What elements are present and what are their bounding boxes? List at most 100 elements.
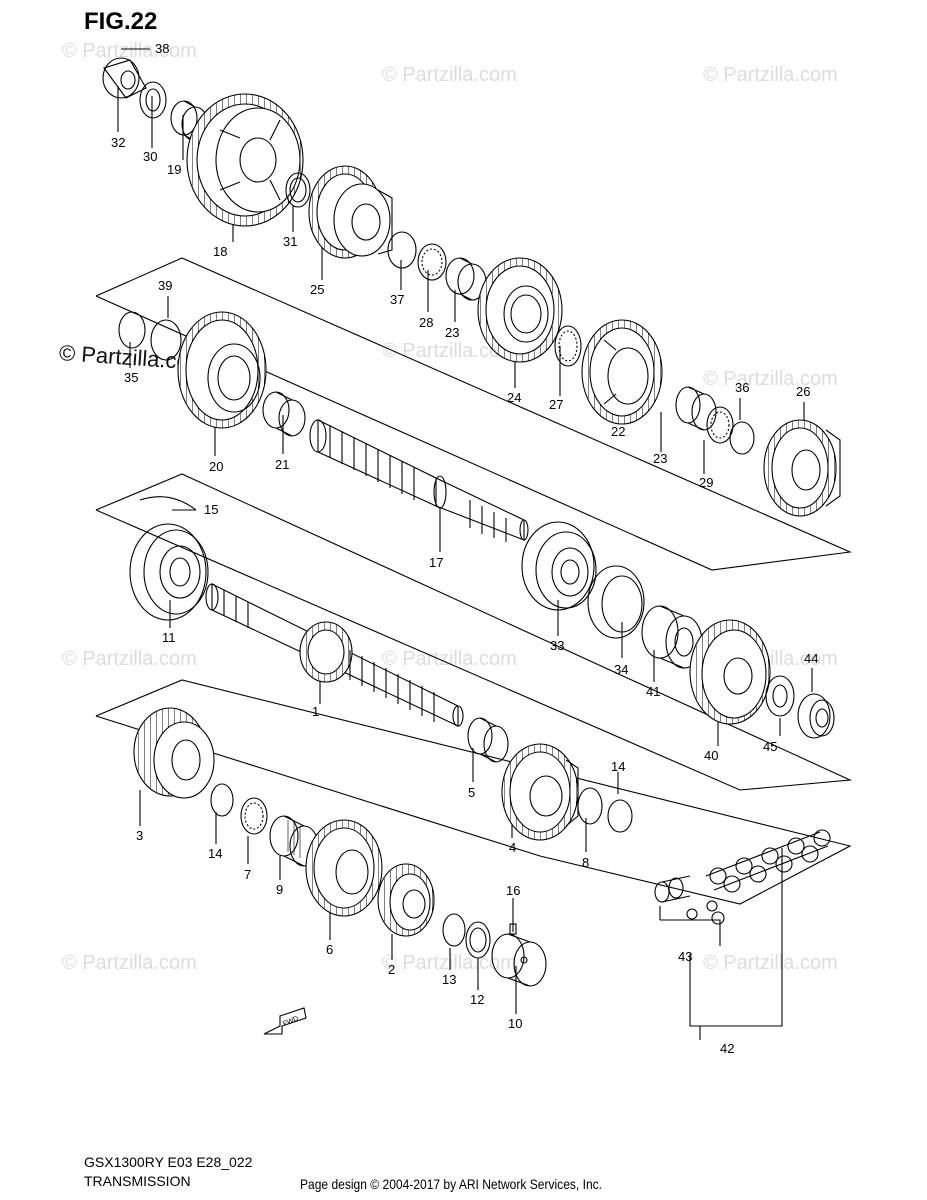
callout-18: 18 <box>213 244 228 259</box>
part-18-gear <box>186 93 304 227</box>
part-31-circlip <box>285 172 311 208</box>
fwd-arrow-icon <box>263 1007 307 1035</box>
part-42-drive-chain <box>705 829 831 893</box>
callout-25: 25 <box>310 282 325 297</box>
callout-10: 10 <box>508 1016 523 1031</box>
watermark: © Partzilla.com <box>382 952 517 974</box>
part-29-bearing <box>706 406 734 444</box>
callout-31: 31 <box>283 234 298 249</box>
callout-23: 23 <box>445 325 460 340</box>
callout-34: 34 <box>614 662 629 677</box>
callout-29: 29 <box>699 475 714 490</box>
callout-11: 11 <box>162 630 176 645</box>
callout-19: 19 <box>167 162 182 177</box>
callout-45: 45 <box>763 739 778 754</box>
callout-8: 8 <box>582 855 590 870</box>
callout-32: 32 <box>111 135 126 150</box>
part-37-circlip <box>387 231 417 269</box>
part-2-gear <box>377 863 435 937</box>
callout-41: 41 <box>646 684 661 699</box>
callout-37: 37 <box>390 292 405 307</box>
part-45-washer <box>765 675 795 717</box>
callout-16: 16 <box>506 883 521 898</box>
watermark: © Partzilla.com <box>62 648 197 670</box>
figure-title: FIG.22 <box>84 8 158 35</box>
part-9-needle-bearing <box>269 815 319 867</box>
copyright-footer: Page design © 2004-2017 by ARI Network S… <box>300 1176 603 1192</box>
callout-2: 2 <box>388 962 396 977</box>
part-10-bushing <box>491 933 547 987</box>
callout-30: 30 <box>143 149 158 164</box>
part-35-circlip <box>118 311 146 349</box>
watermark: © Partzilla.com <box>703 368 838 390</box>
model-code: GSX1300RY E03 E28_022 <box>84 1154 253 1170</box>
part-23-bushing-2 <box>675 386 717 431</box>
part-27-bearing <box>554 325 582 367</box>
watermark: © Partzilla.com <box>382 340 517 362</box>
callout-14: 14 <box>611 759 626 774</box>
part-34-oil-seal <box>587 565 645 639</box>
callout-6: 6 <box>326 942 334 957</box>
part-13-circlip <box>442 913 466 947</box>
callout-39: 39 <box>158 278 173 293</box>
callout-15: 15 <box>204 502 219 517</box>
part-16-pin <box>509 923 517 935</box>
callout-12: 12 <box>470 992 485 1007</box>
part-11-bearing <box>129 523 209 621</box>
mainshaft-group-outline <box>95 473 853 791</box>
part-1-mainshaft <box>205 583 464 727</box>
watermark: © Partzilla.com <box>382 648 517 670</box>
part-26-gear <box>763 419 841 517</box>
part-30-washer <box>139 81 167 119</box>
callout-21: 21 <box>275 457 290 472</box>
callout-33: 33 <box>550 638 565 653</box>
part-39-washer <box>150 319 182 361</box>
callout-44: 44 <box>804 651 819 666</box>
callout-36: 36 <box>735 380 750 395</box>
part-14-circlip <box>210 783 234 817</box>
part-25-gear <box>308 165 393 259</box>
part-24-gear <box>477 257 563 363</box>
callout-14b: 14 <box>208 846 223 861</box>
callout-20: 20 <box>209 459 224 474</box>
countershaft-group-outline <box>95 257 853 571</box>
callout-22: 22 <box>611 424 626 439</box>
watermark: © Partzilla.com <box>382 64 517 86</box>
callout-40: 40 <box>704 748 719 763</box>
part-14-circlip-2 <box>607 799 633 833</box>
callout-17: 17 <box>429 555 444 570</box>
callout-5: 5 <box>468 785 476 800</box>
part-22-gear <box>581 319 663 425</box>
callout-23b: 23 <box>653 451 668 466</box>
callout-1: 1 <box>312 704 320 719</box>
part-44-nut <box>797 693 835 739</box>
callout-7: 7 <box>244 867 252 882</box>
part-36-circlip <box>729 421 755 455</box>
part-6-gear <box>305 819 383 917</box>
part-32-collar <box>102 57 147 99</box>
watermark: © Partzilla.com <box>62 952 197 974</box>
part-20-gear <box>177 311 267 429</box>
callout-26: 26 <box>796 384 811 399</box>
part-5-bushing <box>467 717 509 763</box>
callout-43: 43 <box>678 949 693 964</box>
part-21-bushing <box>262 391 306 437</box>
callout-27: 27 <box>549 397 564 412</box>
part-3-gear <box>133 707 215 799</box>
callout-9: 9 <box>276 882 284 897</box>
part-12-washer <box>465 921 491 959</box>
part-43-joint-link <box>654 875 725 925</box>
part-8-washer <box>577 787 603 825</box>
part-4-gear <box>501 743 579 841</box>
part-28-needle-bearing <box>417 243 447 281</box>
callout-38: 38 <box>155 41 170 56</box>
watermark: © Partzilla.com <box>62 40 197 62</box>
callout-42: 42 <box>720 1041 735 1056</box>
lower-group-outline <box>95 679 852 905</box>
callout-28: 28 <box>419 315 434 330</box>
callout-3: 3 <box>136 828 144 843</box>
watermark: © Partzilla.com <box>703 952 838 974</box>
part-15-retainer <box>139 496 197 511</box>
part-40-sprocket <box>689 619 771 725</box>
